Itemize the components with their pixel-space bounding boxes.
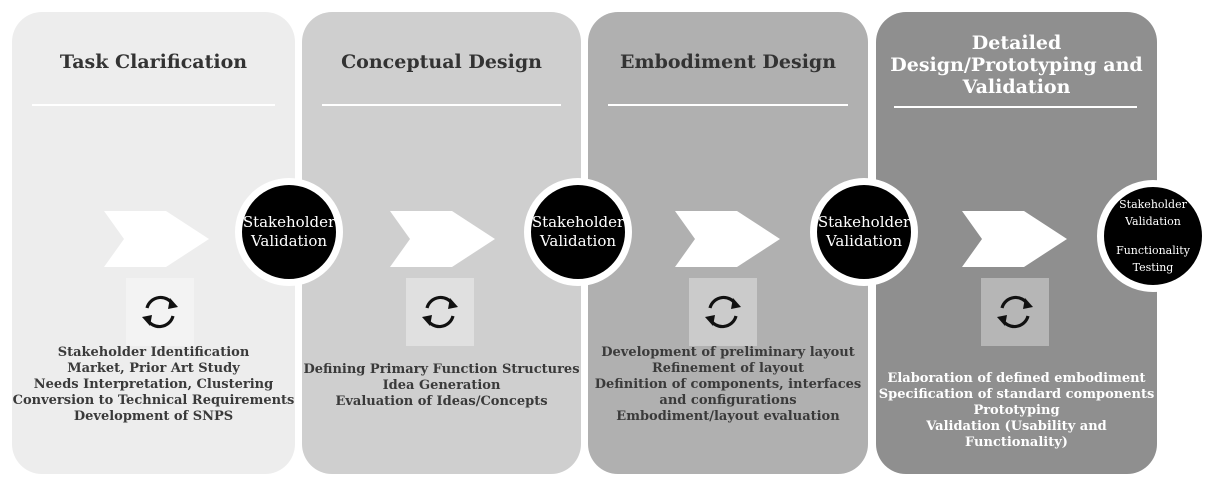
description-line: Needs Interpretation, Clustering [33, 377, 274, 392]
stage-description: Stakeholder Identification Market, Prior… [12, 345, 295, 425]
stakeholder-validation-badge: Stakeholder Validation [235, 178, 343, 286]
stage-title-line: Task Clarification [59, 51, 248, 73]
badge-line: Stakeholder [242, 213, 336, 231]
stage-title: Conceptual Design [302, 51, 581, 73]
description-line: and configurations [659, 393, 797, 408]
stage-title-line: Validation [962, 76, 1071, 98]
description-line: Definition of components, interfaces [594, 377, 862, 392]
description-line: Embodiment/layout evaluation [616, 409, 840, 424]
refresh-cycle-icon [126, 278, 194, 346]
title-divider [608, 104, 848, 106]
stakeholder-validation-badge: Stakeholder Validation [810, 178, 918, 286]
description-line: Conversion to Technical Requirements [12, 393, 295, 408]
badge-line: Stakeholder [817, 213, 911, 231]
refresh-cycle-icon [981, 278, 1049, 346]
stage-title: Embodiment Design [588, 51, 868, 73]
badge-line: Validation [1125, 215, 1181, 228]
stage-title: Task Clarification [12, 51, 295, 73]
description-line: Stakeholder Identification [57, 345, 250, 360]
chevron-arrow-icon [962, 211, 1067, 267]
stage-description: Defining Primary Function Structures Ide… [302, 362, 581, 410]
description-line: Development of preliminary layout [601, 345, 855, 360]
description-line: Market, Prior Art Study [67, 361, 240, 376]
chevron-arrow-icon [675, 211, 780, 267]
description-line: Elaboration of defined embodiment [887, 371, 1146, 386]
badge-line: Stakeholder [531, 213, 625, 231]
title-divider [894, 106, 1137, 108]
stage-detailed-design: Detailed Design/Prototyping and Validati… [876, 12, 1157, 474]
description-line: Development of SNPS [73, 409, 234, 424]
stage-title: Detailed Design/Prototyping and Validati… [876, 32, 1157, 98]
refresh-cycle-icon [406, 278, 474, 346]
badge-line: Testing [1132, 261, 1174, 274]
description-line: Evaluation of Ideas/Concepts [335, 394, 548, 409]
stage-title-line: Conceptual Design [341, 51, 542, 73]
badge-line: Validation [250, 232, 328, 250]
badge-line: Validation [825, 232, 903, 250]
stage-description: Development of preliminary layout Refine… [588, 345, 868, 425]
description-line: Prototyping [973, 403, 1060, 418]
description-line: Idea Generation [382, 378, 501, 393]
refresh-cycle-icon [689, 278, 757, 346]
chevron-arrow-icon [104, 211, 209, 267]
validation-testing-badge: Stakeholder Validation Functionality Tes… [1097, 180, 1209, 292]
description-line: Validation (Usability and Functionality) [926, 419, 1107, 450]
stage-title-line: Detailed [971, 32, 1062, 54]
description-line: Specification of standard components [878, 387, 1155, 402]
stage-title-line: Embodiment Design [619, 51, 837, 73]
title-divider [32, 104, 275, 106]
stage-title-line: Design/Prototyping and [890, 54, 1143, 76]
stage-description: Elaboration of defined embodiment Specif… [876, 371, 1157, 451]
badge-line: Validation [539, 232, 617, 250]
chevron-arrow-icon [390, 211, 495, 267]
badge-line: Stakeholder [1119, 198, 1187, 211]
description-line: Refinement of layout [651, 361, 805, 376]
description-line: Defining Primary Function Structures [303, 362, 580, 377]
badge-line: Functionality [1116, 244, 1190, 257]
title-divider [322, 104, 561, 106]
stakeholder-validation-badge: Stakeholder Validation [524, 178, 632, 286]
